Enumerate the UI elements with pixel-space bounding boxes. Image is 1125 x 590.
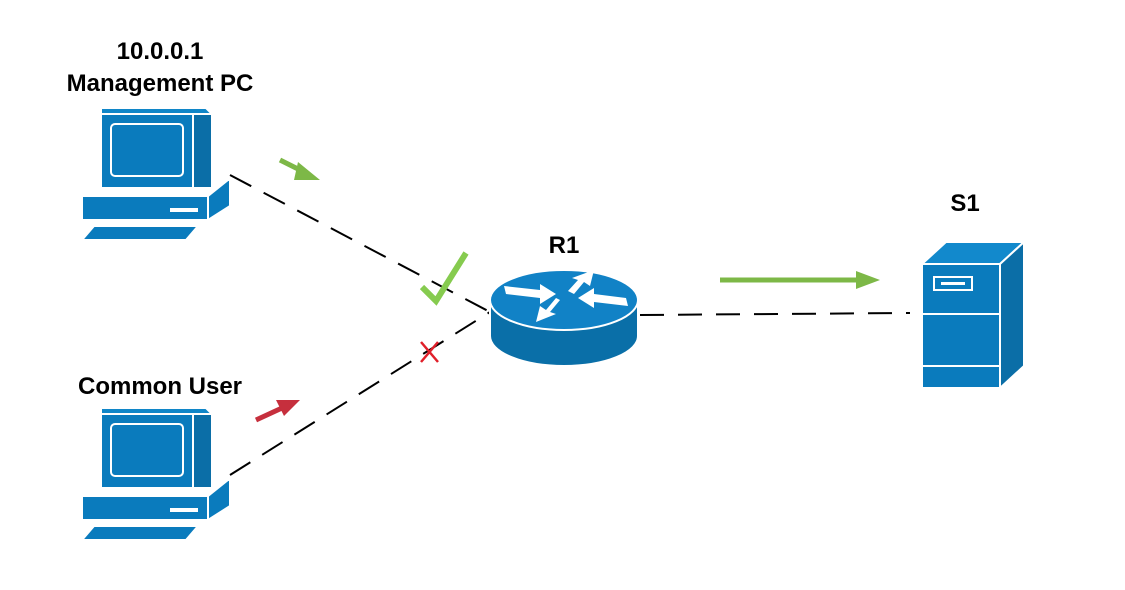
server-label: S1: [950, 190, 980, 217]
router-label: R1: [548, 232, 580, 259]
management-pc-icon: [79, 107, 231, 241]
link-management-pc-r1: [229, 174, 491, 313]
checkmark-icon: [419, 251, 469, 306]
management-pc-ip-label: 10.0.0.1: [116, 38, 204, 65]
common-user-pc-icon: [79, 407, 231, 541]
allowed-traffic-arrow: [278, 157, 320, 180]
denied-traffic-arrow: [254, 400, 300, 423]
management-pc-name-label: Management PC: [66, 70, 254, 97]
link-r1-s1: [639, 312, 911, 316]
server-icon: [919, 239, 1027, 391]
link-common-user-r1: [229, 311, 491, 476]
x-mark-icon: [420, 341, 439, 363]
router-icon: [489, 269, 639, 367]
forwarded-traffic-arrow: [720, 271, 880, 289]
common-user-label: Common User: [77, 373, 243, 400]
